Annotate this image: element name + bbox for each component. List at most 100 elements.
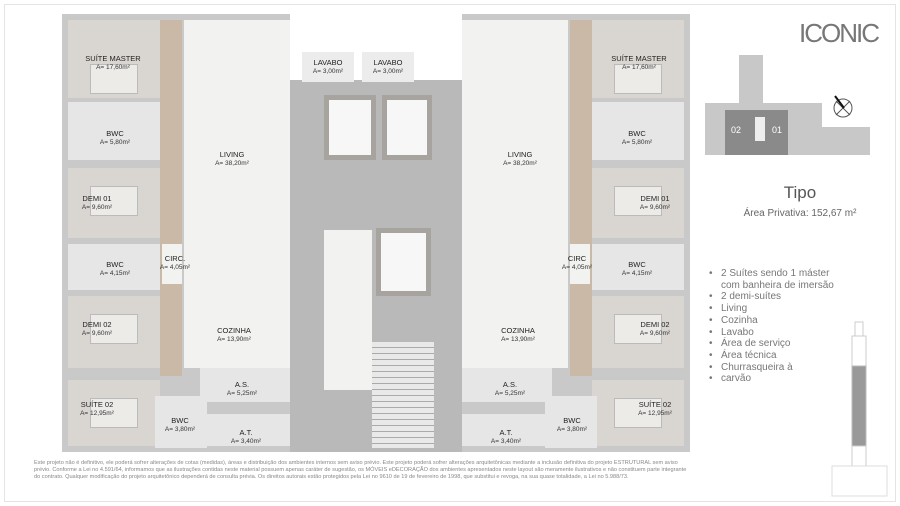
room-name: CIRC.: [164, 254, 186, 263]
room-area: A= 5,80m²: [99, 139, 131, 146]
room-name: SUÍTE MASTER: [611, 54, 667, 63]
room-area: A= 3,40m²: [230, 438, 262, 445]
room-name: A.T.: [499, 428, 513, 437]
building-elevation-diagram: [831, 321, 888, 497]
features-list: 2 Suítes sendo 1 máster com banheira de …: [707, 268, 837, 385]
room-corridor: [160, 20, 182, 376]
room-corridor: [570, 20, 592, 376]
room-label-at: A.T.A= 3,40m²: [201, 428, 291, 446]
room-label-as: A.S.A= 5,25m²: [197, 380, 287, 398]
room-area: A= 4,05m²: [159, 264, 191, 271]
building-core: [290, 80, 462, 452]
room-name: A.S.: [234, 380, 250, 389]
room-area: A= 3,40m²: [490, 438, 522, 445]
tower-block: [739, 55, 763, 105]
elevator-shaft: [324, 95, 376, 160]
feature-item: 2 Suítes sendo 1 máster com banheira de …: [707, 268, 837, 291]
bed: [90, 186, 138, 216]
room-label-circ: CIRC.A= 4,05m²: [130, 254, 220, 272]
room-label-as: A.S.A= 5,25m²: [465, 380, 555, 398]
feature-item: Área técnica: [707, 350, 837, 362]
stairs: [372, 342, 434, 448]
unit-02-label: 02: [731, 125, 741, 135]
north-arrow-icon: [833, 95, 853, 118]
room-area: A= 5,25m²: [226, 390, 258, 397]
core-block: [755, 117, 765, 141]
room-name: DEMI 02: [82, 320, 112, 329]
room-bwc3: [155, 396, 207, 448]
room-name: DEMI 01: [640, 194, 670, 203]
room-area: A= 17,60m²: [96, 64, 130, 71]
room-area: A= 13,90m²: [501, 336, 535, 343]
room-as: [200, 368, 290, 402]
site-block: [815, 127, 870, 155]
private-area: Área Privativa: 152,67 m²: [743, 208, 857, 219]
room-bwc1: [68, 102, 160, 160]
room-name: LIVING: [219, 150, 245, 159]
brand-logo: ICONIC: [799, 18, 880, 48]
room-name: COZINHA: [217, 326, 251, 335]
room-area: A= 9,60m²: [81, 330, 113, 337]
feature-item: Lavabo: [707, 327, 837, 339]
elevator-shaft: [382, 95, 432, 160]
site-plan-diagram: 02 01: [705, 55, 870, 155]
room-name: LAVABO: [373, 58, 403, 67]
room-area: A= 12,95m²: [638, 410, 672, 417]
room-name: LIVING: [507, 150, 533, 159]
room-name: A.T.: [239, 428, 253, 437]
room-name: SUÍTE 02: [638, 400, 672, 409]
room-name: BWC: [563, 416, 581, 425]
room-area: A= 3,00m²: [372, 68, 404, 75]
feature-item: Churrasqueira à: [707, 362, 837, 374]
page-frame: [4, 4, 896, 502]
room-bwc2: [68, 244, 160, 290]
room-cozinha: [184, 290, 290, 368]
bed: [90, 64, 138, 94]
hall: [324, 230, 372, 390]
room-area: A= 13,90m²: [217, 336, 251, 343]
room-name: SUÍTE 02: [80, 400, 114, 409]
room-name: BWC: [171, 416, 189, 425]
room-label-at: A.T.A= 3,40m²: [461, 428, 551, 446]
feature-item: Living: [707, 303, 837, 315]
room-area: A= 12,95m²: [80, 410, 114, 417]
room-circ: [162, 244, 182, 284]
room-area: A= 9,60m²: [639, 330, 671, 337]
room-area: A= 17,60m²: [622, 64, 656, 71]
room-area: A= 4,15m²: [99, 270, 131, 277]
feature-item: carvão: [707, 373, 837, 385]
unit-01-label: 01: [772, 125, 782, 135]
room-area: A= 9,60m²: [81, 204, 113, 211]
room-area: A= 3,80m²: [164, 426, 196, 433]
room-name: SUÍTE MASTER: [85, 54, 141, 63]
room-area: A= 4,05m²: [561, 264, 593, 271]
room-area: A= 38,20m²: [503, 160, 537, 167]
room-name: BWC: [106, 129, 124, 138]
room-area: A= 5,25m²: [494, 390, 526, 397]
unit-type-title: Tipo: [783, 183, 817, 202]
legal-disclaimer: Este projeto não é definitivo, ele poder…: [34, 460, 687, 481]
room-name: BWC: [628, 129, 646, 138]
room-area: A= 38,20m²: [215, 160, 249, 167]
room-name: LAVABO: [313, 58, 343, 67]
feature-item: Área de serviço: [707, 338, 837, 350]
